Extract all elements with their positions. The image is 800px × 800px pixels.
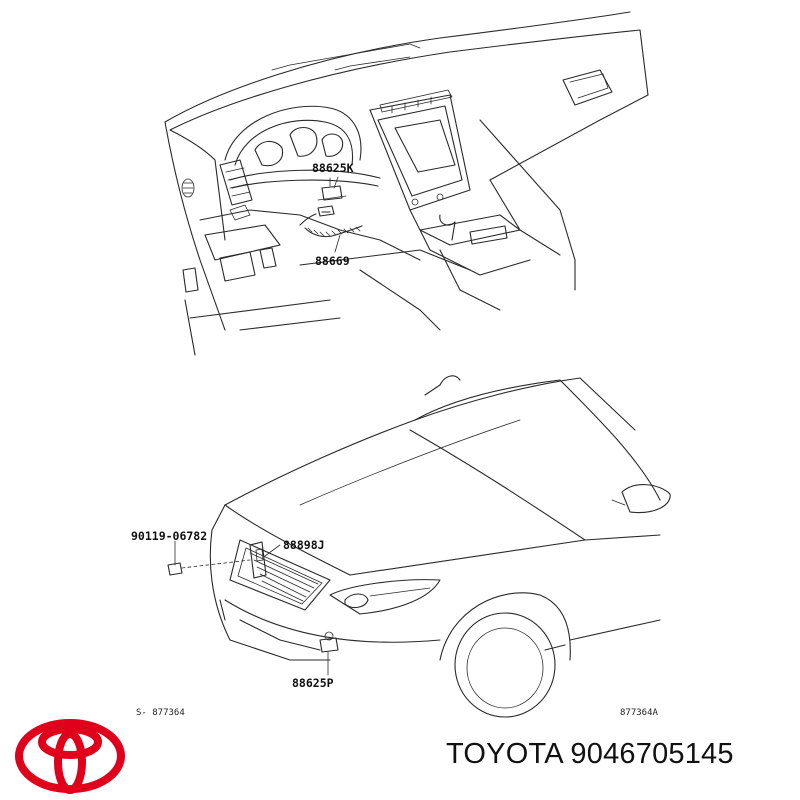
callout-90119-06782: 90119-06782: [131, 529, 207, 543]
dashboard-illustration: [164, 11, 649, 356]
vehicle-illustration: [167, 375, 671, 718]
toyota-logo-icon: [15, 719, 125, 794]
callout-88625P: 88625P: [292, 676, 334, 690]
callout-88898J: 88898J: [283, 538, 325, 552]
callout-88625K: 88625K: [312, 161, 354, 175]
diagram-ref-right: 877364A: [620, 708, 659, 718]
diagram-ref-left: S- 877364: [136, 708, 185, 718]
callout-88669: 88669: [315, 254, 350, 268]
brand-name: TOYOTA: [446, 738, 563, 770]
brand-part-heading: TOYOTA 9046705145: [446, 738, 734, 771]
leader-lines: [174, 176, 341, 676]
part-number: 9046705145: [570, 738, 734, 770]
